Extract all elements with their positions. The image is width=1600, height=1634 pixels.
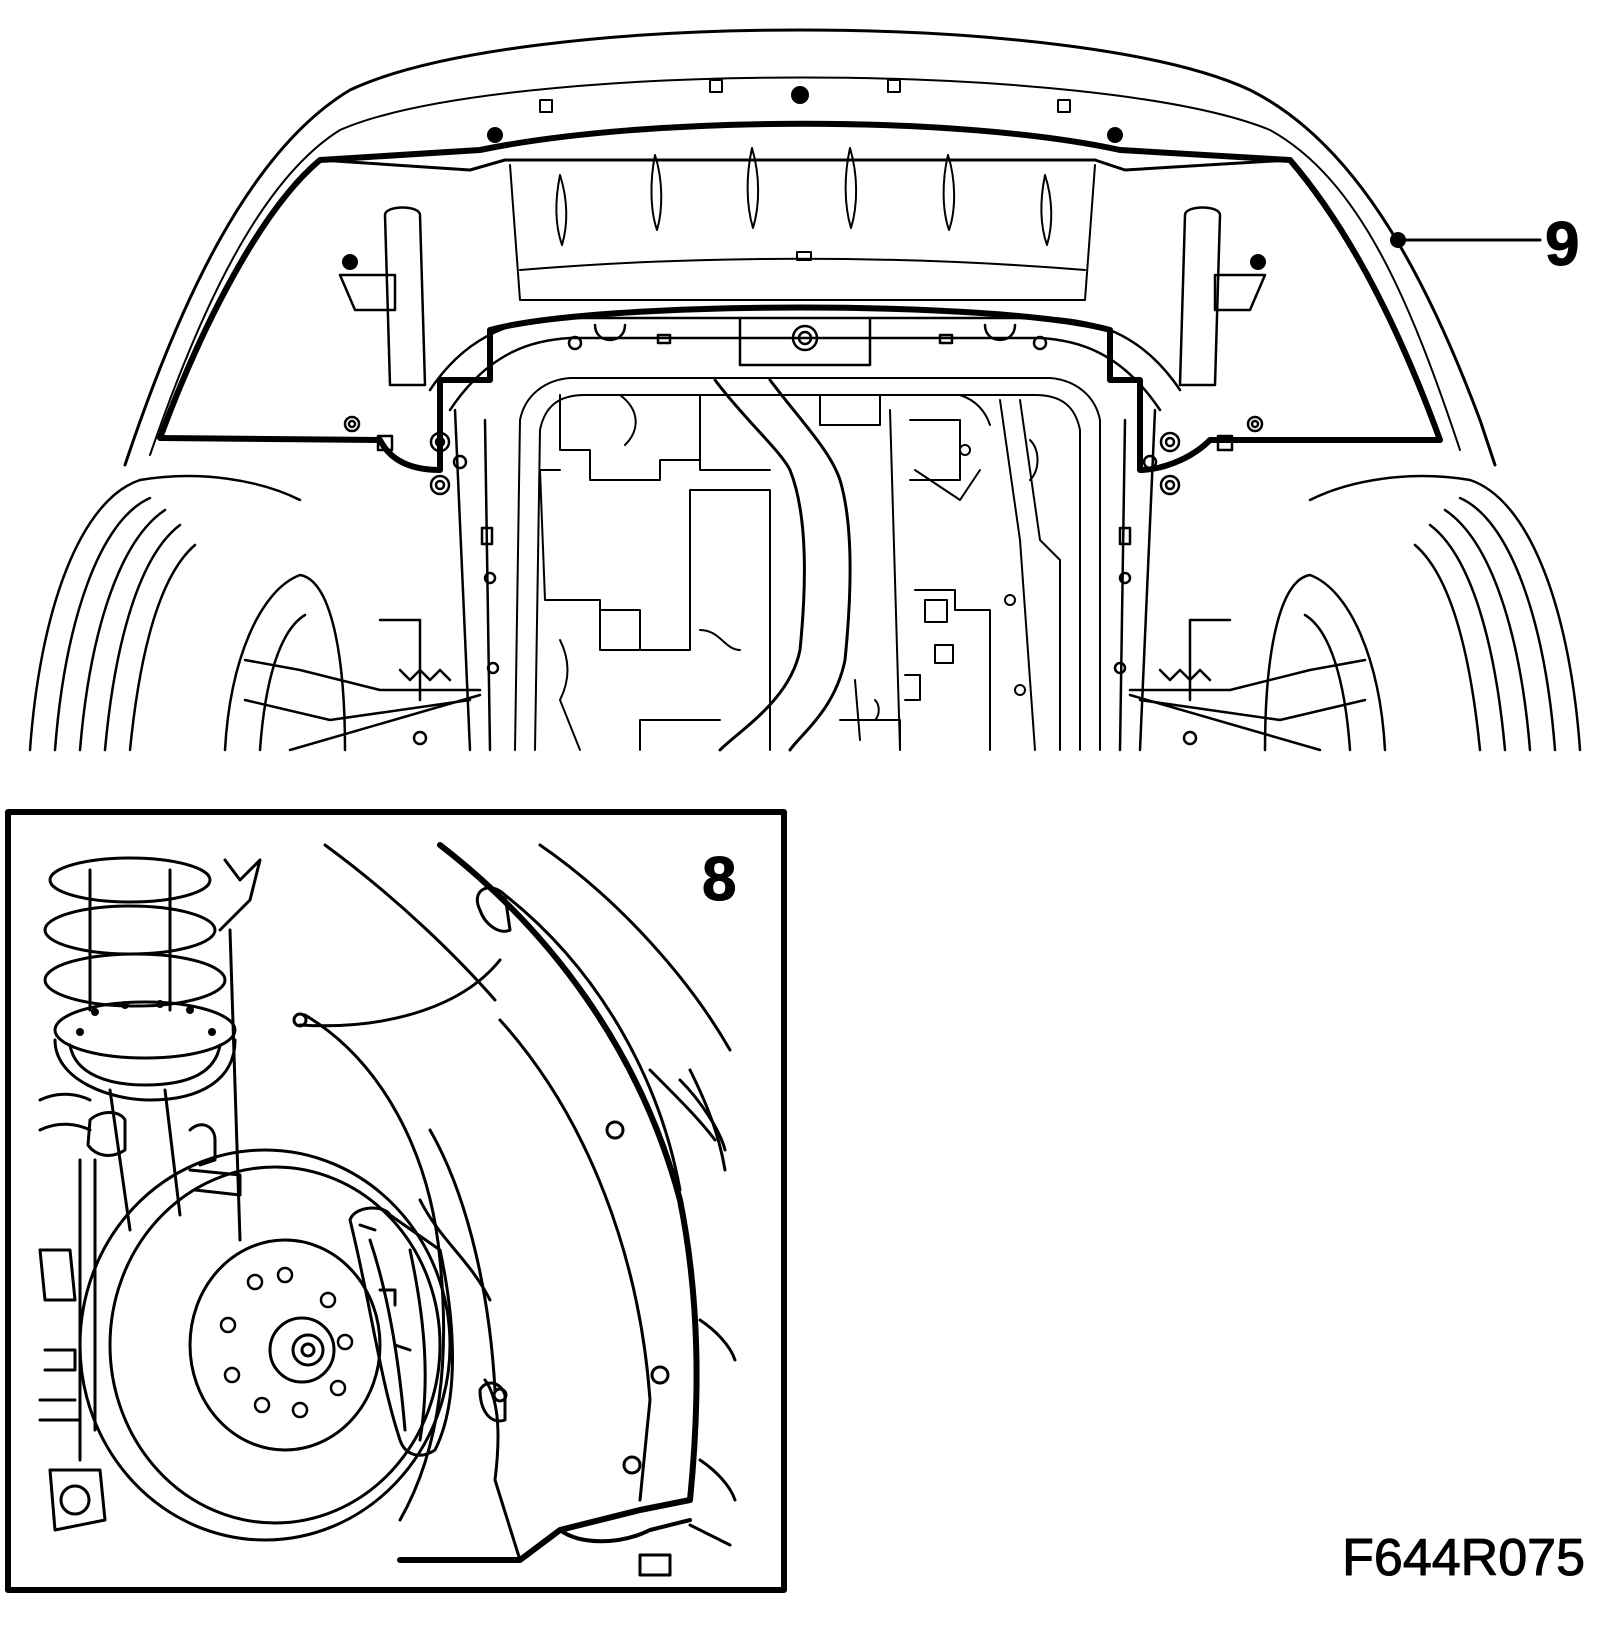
tyre-right — [1263, 474, 1582, 752]
underbody-view — [28, 28, 1582, 752]
wheel-housing-liner — [292, 842, 737, 1577]
callout-9-label: 9 — [1545, 210, 1579, 279]
strut — [38, 858, 262, 1532]
bumper-fasteners — [342, 86, 1266, 270]
engine-bay — [514, 377, 1101, 752]
brake-caliper — [348, 1206, 454, 1457]
coil-spring — [43, 856, 237, 1102]
inset-frame — [5, 809, 787, 1593]
tyre-left — [28, 474, 347, 752]
splash-shield-outline — [157, 120, 1443, 473]
panel-ribs — [555, 147, 1053, 246]
bumper-outline — [123, 28, 1497, 467]
inset-panel: 8 — [5, 809, 787, 1593]
callout-8-label: 8 — [702, 845, 736, 914]
subframe — [428, 316, 1182, 752]
brake-disc — [78, 1148, 452, 1542]
figure-code: F644R075 — [1342, 1529, 1585, 1587]
